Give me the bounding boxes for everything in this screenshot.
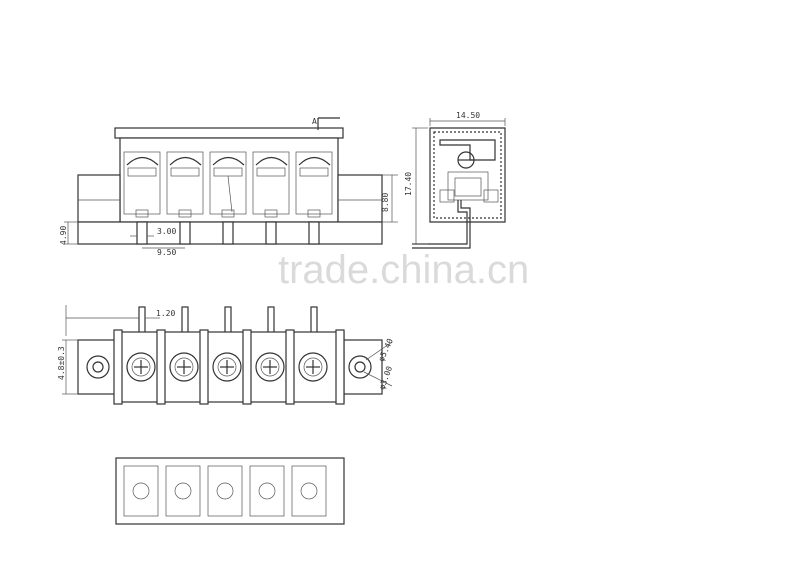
screw-icon [255,352,285,382]
dim-pin-width: 1.20 [156,309,175,318]
watermark: trade.china.cn [278,248,529,292]
screw-terminals [126,352,328,382]
side-pin [412,200,468,245]
bottom-body [115,457,345,525]
bottom-view [115,457,345,525]
top-view: 4.8±0.3 1.20 φ5.40 φ3.00 [57,305,395,405]
screw-icon [169,352,199,382]
terminal-cell [252,151,290,245]
section-mark: A [312,117,317,126]
barrier-dividers [113,329,345,405]
front-view: A 4.90 8.80 3.00 9.50 [59,117,398,257]
mounting-hole-right [348,355,372,379]
screw-icon [298,352,328,382]
dim-body-height: 8.80 [381,193,390,212]
terminal-cell [123,151,161,245]
mounting-hole-left [86,355,110,379]
terminal-cells [123,151,333,245]
screw-icon [126,352,156,382]
dim-width: 14.50 [456,111,480,120]
terminal-cell [209,151,247,245]
screw-icon [212,352,242,382]
left-end-block [77,174,121,223]
dim-pitch: 9.50 [157,248,176,257]
top-rail [114,127,344,139]
bottom-cells [123,465,327,517]
dim-height: 17.40 [404,172,413,196]
dim-row-height: 4.8±0.3 [57,346,66,380]
front-body [119,137,339,223]
dim-base-height: 4.90 [59,226,68,245]
terminal-cell [166,151,204,245]
right-end-block [337,174,383,223]
side-view: 14.50 17.40 [404,111,506,249]
dim-pin: 3.00 [157,227,176,236]
terminal-cell [295,151,333,245]
side-outline [429,127,506,223]
